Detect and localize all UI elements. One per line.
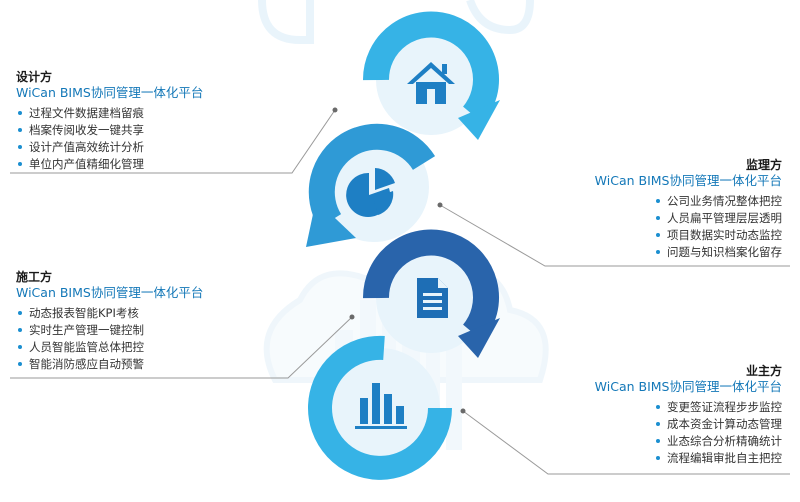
designer-platform: WiCan BIMS协同管理一体化平台 [16,85,204,100]
designer-role: 设计方 [16,70,53,84]
list-item: 智能消防感应自动预警 [16,356,203,373]
list-item: 设计产值高效统计分析 [16,139,203,156]
list-item: 动态报表智能KPI考核 [16,305,203,322]
leader-dot-owner [460,408,466,414]
list-item: 公司业务情况整体把控 [654,193,782,210]
owner-feature-list: 变更签证流程步步监控 成本资金计算动态管理 业态综合分析精确统计 流程编辑审批自… [654,399,782,467]
document-icon [417,278,448,318]
owner-role: 业主方 [745,364,782,378]
constructor-block: 施工方 WiCan BIMS协同管理一体化平台 动态报表智能KPI考核 实时生产… [16,270,203,373]
list-item: 单位内产值精细化管理 [16,156,203,173]
owner-block: 业主方 WiCan BIMS协同管理一体化平台 变更签证流程步步监控 成本资金计… [595,364,782,467]
constructor-platform: WiCan BIMS协同管理一体化平台 [16,285,204,300]
list-item: 实时生产管理一键控制 [16,322,203,339]
step-circle-supervisor [306,123,436,247]
leader-line-designer [10,109,336,174]
designer-feature-list: 过程文件数据建档留痕 档案传阅收发一键共享 设计产值高效统计分析 单位内产值精细… [16,105,203,173]
home-icon [407,62,455,104]
supervisor-feature-list: 公司业务情况整体把控 人员扁平管理层层透明 项目数据实时动态监控 问题与知识档案… [654,193,782,261]
list-item: 档案传阅收发一键共享 [16,122,203,139]
supervisor-block: 监理方 WiCan BIMS协同管理一体化平台 公司业务情况整体把控 人员扁平管… [595,158,782,261]
list-item: 业态综合分析精确统计 [654,433,782,450]
list-item: 人员扁平管理层层透明 [654,210,782,227]
list-item: 过程文件数据建档留痕 [16,105,203,122]
list-item: 变更签证流程步步监控 [654,399,782,416]
supervisor-role: 监理方 [745,158,782,172]
list-item: 项目数据实时动态监控 [654,227,782,244]
bar-chart-icon [355,383,407,429]
leader-line-supervisor [439,204,790,267]
constructor-role: 施工方 [16,270,53,284]
list-item: 人员智能监管总体把控 [16,339,203,356]
leader-dot-supervisor [437,202,443,208]
step-circle-designer [362,11,500,140]
list-item: 问题与知识档案化留存 [654,244,782,261]
leader-line-owner [462,410,790,475]
leader-lines [10,109,790,475]
list-item: 流程编辑审批自主把控 [654,450,782,467]
constructor-feature-list: 动态报表智能KPI考核 实时生产管理一键控制 人员智能监管总体把控 智能消防感应… [16,305,203,373]
leader-line-constructor [10,316,353,379]
designer-block: 设计方 WiCan BIMS协同管理一体化平台 过程文件数据建档留痕 档案传阅收… [16,70,203,173]
leader-dot-designer [332,107,338,113]
leader-dot-constructor [349,314,355,320]
list-item: 成本资金计算动态管理 [654,416,782,433]
pie-chart-icon [346,168,395,217]
supervisor-platform: WiCan BIMS协同管理一体化平台 [594,173,782,188]
owner-platform: WiCan BIMS协同管理一体化平台 [594,379,782,394]
